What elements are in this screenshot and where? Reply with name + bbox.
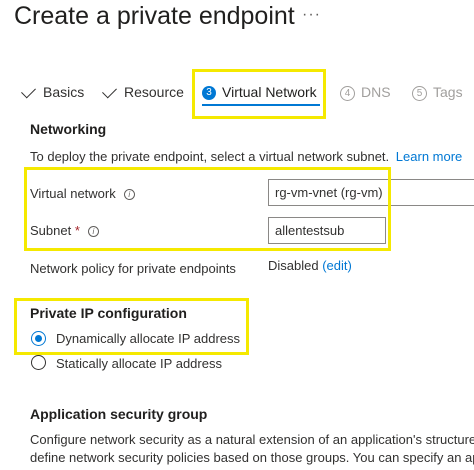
info-icon[interactable]: i (87, 226, 99, 238)
tab-label: Virtual Network (222, 84, 317, 100)
tab-label: Basics (43, 84, 85, 100)
subnet-label: Subnet * i (30, 223, 99, 238)
active-tab-indicator (202, 104, 320, 106)
virtual-network-select[interactable]: rg-vm-vnet (rg-vm) (268, 179, 474, 206)
networking-description: To deploy the private endpoint, select a… (30, 149, 462, 164)
more-options-icon[interactable]: ··· (302, 6, 321, 23)
network-policy-value: Disabled (edit) (268, 258, 352, 273)
step-number-badge: 3 (202, 86, 216, 101)
required-marker: * (74, 223, 80, 238)
description-text: To deploy the private endpoint, select a… (30, 149, 390, 164)
checkmark-icon (21, 83, 36, 99)
label-text: Subnet (30, 223, 72, 238)
tab-label: Resource (124, 84, 184, 100)
virtual-network-label: Virtual network i (30, 186, 135, 201)
page-title: Create a private endpoint (14, 2, 295, 30)
step-number-badge: 4 (340, 85, 355, 101)
subnet-select[interactable]: allentestsub (268, 217, 386, 244)
asg-heading: Application security group (30, 406, 208, 422)
asg-description-line1: Configure network security as a natural … (30, 432, 474, 447)
networking-heading: Networking (30, 121, 107, 137)
edit-policy-link[interactable]: (edit) (322, 258, 352, 273)
tab-dns[interactable]: 4 DNS (340, 84, 391, 101)
checkmark-icon (102, 83, 117, 99)
asg-description-line2: define network security policies based o… (30, 450, 474, 465)
radio-dynamic-ip[interactable] (31, 331, 46, 346)
private-ip-heading: Private IP configuration (30, 305, 187, 321)
learn-more-link[interactable]: Learn more (395, 149, 463, 164)
highlight-box-tab (192, 69, 326, 119)
policy-status: Disabled (268, 258, 319, 273)
step-number-badge: 5 (412, 85, 427, 101)
info-icon[interactable]: i (123, 189, 135, 201)
tab-label: Tags (433, 84, 463, 100)
radio-dynamic-ip-label[interactable]: Dynamically allocate IP address (56, 331, 241, 346)
radio-static-ip[interactable] (31, 355, 46, 370)
highlight-box-network-fields (24, 167, 391, 251)
highlight-box-ip-config (14, 298, 249, 355)
tab-tags[interactable]: 5 Tags (412, 84, 463, 101)
tab-label: DNS (361, 84, 391, 100)
tab-basics[interactable]: Basics (20, 83, 85, 100)
tab-virtual-network[interactable]: 3 Virtual Network (202, 84, 317, 101)
network-policy-label: Network policy for private endpoints (30, 261, 236, 276)
label-text: Virtual network (30, 186, 116, 201)
radio-static-ip-label[interactable]: Statically allocate IP address (56, 356, 222, 371)
tab-resource[interactable]: Resource (101, 83, 184, 100)
